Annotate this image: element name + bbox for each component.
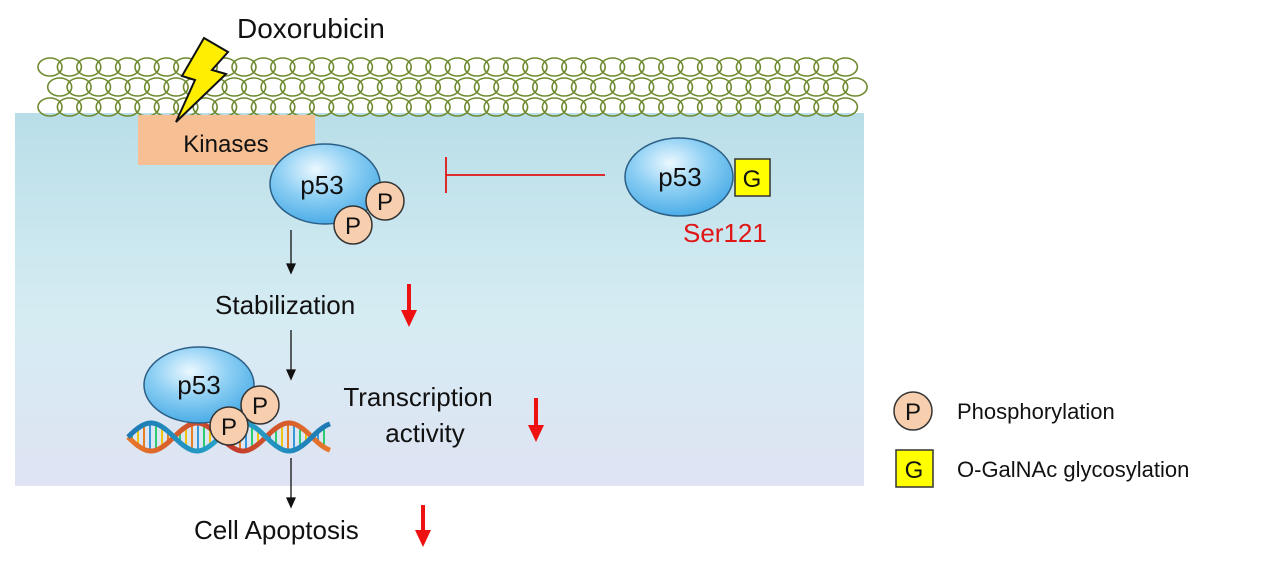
legend-label: Phosphorylation [957, 399, 1115, 424]
apoptosis-label: Cell Apoptosis [194, 515, 359, 545]
legend-symbol: G [905, 457, 924, 484]
down-arrow-icon [415, 505, 431, 547]
legend-item-phosphorylation: P Phosphorylation [893, 391, 1115, 431]
legend: P Phosphorylation G O-GalNAc glycosylati… [893, 391, 1189, 488]
kinases-label: Kinases [183, 131, 268, 158]
p53-label: p53 [177, 370, 220, 400]
legend-item-glycosylation: G O-GalNAc glycosylation [895, 449, 1189, 488]
phospho-symbol: P [377, 189, 393, 216]
lightning-bolt-icon [175, 36, 230, 123]
down-arrow-icon [401, 284, 417, 327]
phosphorylated-p53: p53 P P [269, 143, 405, 245]
phospho-symbol: P [221, 414, 237, 441]
glycosylated-p53: p53 G [624, 137, 771, 217]
transcription-label-line2: activity [385, 418, 464, 448]
pathway-arrows [285, 230, 297, 509]
p53-label: p53 [300, 170, 343, 200]
legend-label: O-GalNAc glycosylation [957, 457, 1189, 482]
glycosylation-site-label: Ser121 [683, 218, 767, 248]
stabilization-label: Stabilization [215, 290, 355, 320]
drug-label: Doxorubicin [237, 13, 385, 44]
down-arrow-icon [528, 398, 544, 442]
glyco-symbol: G [743, 166, 762, 193]
dna-bound-phosphorylated-p53: p53 P P [143, 346, 280, 446]
legend-symbol: P [905, 399, 921, 426]
p53-label: p53 [658, 162, 701, 192]
cell-membrane [37, 57, 868, 117]
transcription-label-line1: Transcription [343, 382, 492, 412]
phospho-symbol: P [345, 213, 361, 240]
phospho-symbol: P [252, 393, 268, 420]
inhibition-bar-icon [445, 157, 605, 193]
